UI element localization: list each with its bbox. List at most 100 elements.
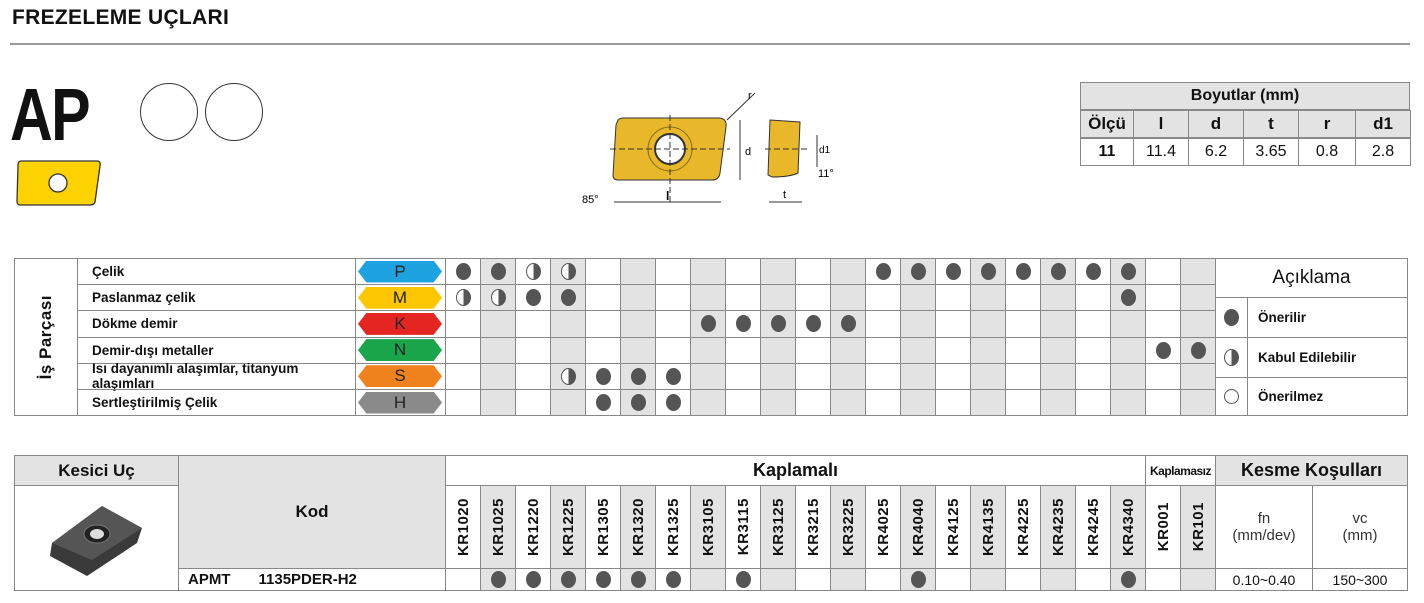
- suitability-cell: [830, 389, 866, 417]
- grade-header: KR1020: [445, 485, 481, 569]
- suitability-cell: [970, 362, 1006, 390]
- suitability-cell: [725, 284, 761, 312]
- suitability-cell: [1005, 258, 1041, 286]
- suitability-cell: [480, 336, 516, 364]
- suitability-cell: [725, 310, 761, 338]
- suitability-cell: [935, 258, 971, 286]
- grade-label: KR1220: [524, 497, 542, 557]
- iso-badge-n: N: [358, 339, 442, 362]
- suitability-cell: [550, 284, 586, 312]
- material-name: Sertleştirilmiş Çelik: [77, 389, 356, 417]
- suitability-cell: [445, 336, 481, 364]
- suitability-cell: [550, 336, 586, 364]
- fn-value: 0.10~0.40: [1215, 568, 1313, 591]
- suitability-cell: [970, 284, 1006, 312]
- suitability-cell: [795, 284, 831, 312]
- suitability-cell: [1005, 362, 1041, 390]
- recommended-icon: [595, 367, 611, 385]
- recommended-icon: [665, 367, 681, 385]
- grade-availability-cell: [515, 568, 551, 591]
- suitability-cell: [1110, 310, 1146, 338]
- dimension-column-header: d1: [1355, 110, 1411, 138]
- acceptable-icon: [1224, 349, 1239, 366]
- recommended-icon: [1120, 571, 1136, 588]
- suitability-cell: [1180, 336, 1216, 364]
- suitability-cell: [1040, 258, 1076, 286]
- legend-label: Önerilir: [1247, 297, 1408, 338]
- grade-header: KR1025: [480, 485, 516, 569]
- recommended-icon: [1120, 263, 1136, 281]
- recommended-icon: [560, 571, 576, 588]
- dimension-value: 0.8: [1298, 138, 1356, 166]
- suitability-cell: [655, 258, 691, 286]
- legend-label: Kabul Edilebilir: [1247, 337, 1408, 378]
- recommended-icon: [910, 263, 926, 281]
- circle-icon: [205, 83, 263, 141]
- acceptable-icon: [560, 263, 576, 281]
- suitability-cell: [550, 362, 586, 390]
- suitability-cell: [1180, 362, 1216, 390]
- suitability-cell: [865, 362, 901, 390]
- suitability-cell: [900, 310, 936, 338]
- suitability-cell: [1005, 284, 1041, 312]
- suitability-cell: [480, 258, 516, 286]
- recommended-icon: [455, 263, 471, 281]
- page-title: FREZELEME UÇLARI: [12, 6, 230, 29]
- recommended-icon: [630, 394, 646, 412]
- suitability-cell: [1145, 389, 1181, 417]
- suitability-cell: [515, 336, 551, 364]
- dimension-value: 11.4: [1133, 138, 1189, 166]
- suitability-cell: [480, 310, 516, 338]
- suitability-cell: [970, 336, 1006, 364]
- grade-label: KR3115: [734, 498, 752, 556]
- grade-availability-cell: [480, 568, 516, 591]
- iso-badge-h: H: [358, 391, 442, 414]
- recommended-icon: [805, 315, 821, 333]
- grade-label: KR001: [1154, 502, 1172, 552]
- suitability-cell: [1040, 284, 1076, 312]
- recommended-icon: [700, 315, 716, 333]
- grade-header: KR4245: [1075, 485, 1111, 569]
- grade-label: KR4245: [1084, 497, 1102, 557]
- recommended-icon: [1224, 309, 1239, 326]
- suitability-cell: [585, 362, 621, 390]
- recommended-icon: [525, 571, 541, 588]
- suitability-cell: [1145, 258, 1181, 286]
- grade-header: KR4225: [1005, 485, 1041, 569]
- recommended-icon: [665, 394, 681, 412]
- suitability-cell: [865, 336, 901, 364]
- grade-availability-cell: [1180, 568, 1216, 591]
- grade-header: KR3115: [725, 485, 761, 569]
- recommended-icon: [490, 571, 506, 588]
- suitability-cell: [1040, 362, 1076, 390]
- suitability-cell: [1110, 258, 1146, 286]
- grade-header: KR001: [1145, 485, 1181, 569]
- label-d1: d1: [819, 145, 831, 156]
- grade-header: KR4235: [1040, 485, 1076, 569]
- suitability-cell: [795, 389, 831, 417]
- iso-badge-s: S: [358, 365, 442, 388]
- suitability-cell: [620, 336, 656, 364]
- grade-label: KR3215: [804, 497, 822, 557]
- recommended-icon: [525, 289, 541, 307]
- suitability-cell: [1110, 389, 1146, 417]
- dimension-column-header: Ölçü: [1080, 110, 1134, 138]
- product-prefix: APMT: [188, 571, 231, 588]
- suitability-cell: [445, 389, 481, 417]
- suitability-cell: [515, 258, 551, 286]
- suitability-cell: [620, 362, 656, 390]
- grade-availability-cell: [970, 568, 1006, 591]
- suitability-cell: [760, 284, 796, 312]
- cutting-conditions-header: Kesme Koşulları: [1215, 455, 1408, 486]
- acceptable-icon: [525, 263, 541, 281]
- recommended-icon: [945, 263, 961, 281]
- grade-availability-cell: [760, 568, 796, 591]
- acceptable-icon: [560, 367, 576, 385]
- grade-label: KR4025: [874, 497, 892, 557]
- suitability-cell: [1040, 310, 1076, 338]
- label-t: t: [783, 189, 786, 201]
- suitability-cell: [935, 284, 971, 312]
- recommended-icon: [875, 263, 891, 281]
- grade-label: KR3225: [839, 497, 857, 557]
- label-l: l: [666, 189, 669, 203]
